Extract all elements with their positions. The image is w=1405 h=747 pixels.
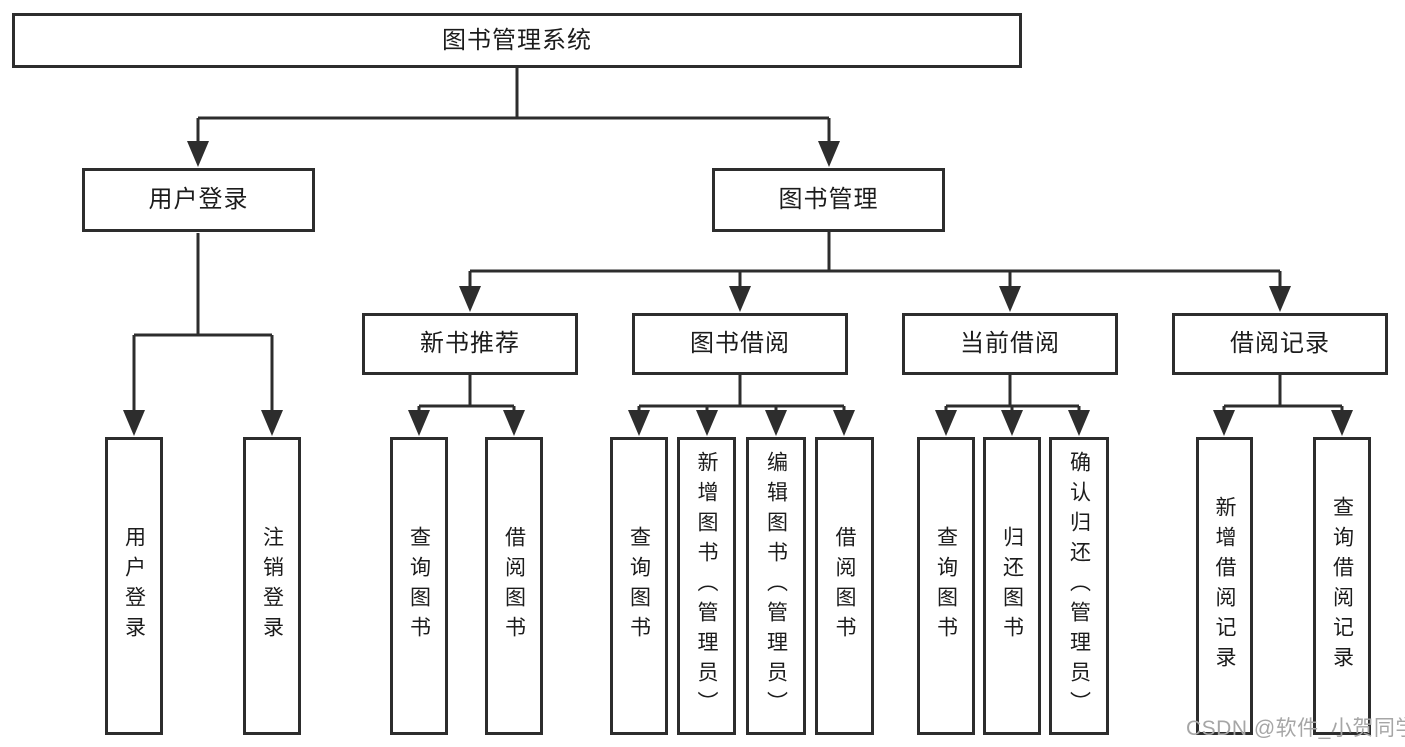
node-label: 归还图书 (1000, 526, 1024, 646)
node-label: 查询图书 (407, 526, 431, 646)
node-book-borrowing: 图书借阅 (632, 313, 848, 375)
node-label: 新增借阅记录 (1213, 496, 1236, 676)
node-book-management: 图书管理 (712, 168, 945, 232)
node-label: 新书推荐 (420, 330, 520, 357)
node-book-management-system: 图书管理系统 (12, 13, 1022, 68)
node-label: 用户登录 (148, 186, 249, 213)
leaf-confirm-return-admin: 确认归还（管理员） (1049, 437, 1109, 735)
node-label: 图书管理 (778, 186, 879, 213)
node-new-book-recommendation: 新书推荐 (362, 313, 578, 375)
node-label: 查询图书 (627, 526, 651, 646)
leaf-add-borrow-record: 新增借阅记录 (1196, 437, 1253, 735)
leaf-borrow-books-recommend: 借阅图书 (485, 437, 543, 735)
node-current-borrowing: 当前借阅 (902, 313, 1118, 375)
node-label: 图书管理系统 (442, 26, 592, 54)
node-label: 编辑图书（管理员） (764, 451, 788, 721)
node-label: 注销登录 (260, 526, 284, 646)
node-label: 图书借阅 (690, 330, 790, 357)
leaf-add-books-admin: 新增图书（管理员） (677, 437, 736, 735)
node-borrowing-records: 借阅记录 (1172, 313, 1388, 375)
node-label: 新增图书（管理员） (695, 451, 718, 721)
leaf-query-books-borrowing: 查询图书 (610, 437, 668, 735)
node-label: 确认归还（管理员） (1067, 451, 1091, 721)
leaf-query-books-current: 查询图书 (917, 437, 975, 735)
node-label: 借阅记录 (1230, 330, 1330, 357)
leaf-return-books: 归还图书 (983, 437, 1041, 735)
leaf-query-books-recommend: 查询图书 (390, 437, 448, 735)
node-label: 查询图书 (934, 526, 958, 646)
leaf-edit-books-admin: 编辑图书（管理员） (746, 437, 806, 735)
node-label: 当前借阅 (960, 330, 1060, 357)
node-label: 借阅图书 (502, 526, 526, 646)
node-label: 借阅图书 (833, 526, 856, 646)
leaf-logout: 注销登录 (243, 437, 301, 735)
node-user-login: 用户登录 (82, 168, 315, 232)
node-label: 查询借阅记录 (1330, 496, 1354, 676)
csdn-watermark: CSDN @软件_小贺同学 (1186, 717, 1405, 740)
leaf-query-borrow-record: 查询借阅记录 (1313, 437, 1371, 735)
leaf-user-login: 用户登录 (105, 437, 163, 735)
leaf-borrow-books-borrowing: 借阅图书 (815, 437, 874, 735)
node-label: 用户登录 (122, 526, 146, 646)
